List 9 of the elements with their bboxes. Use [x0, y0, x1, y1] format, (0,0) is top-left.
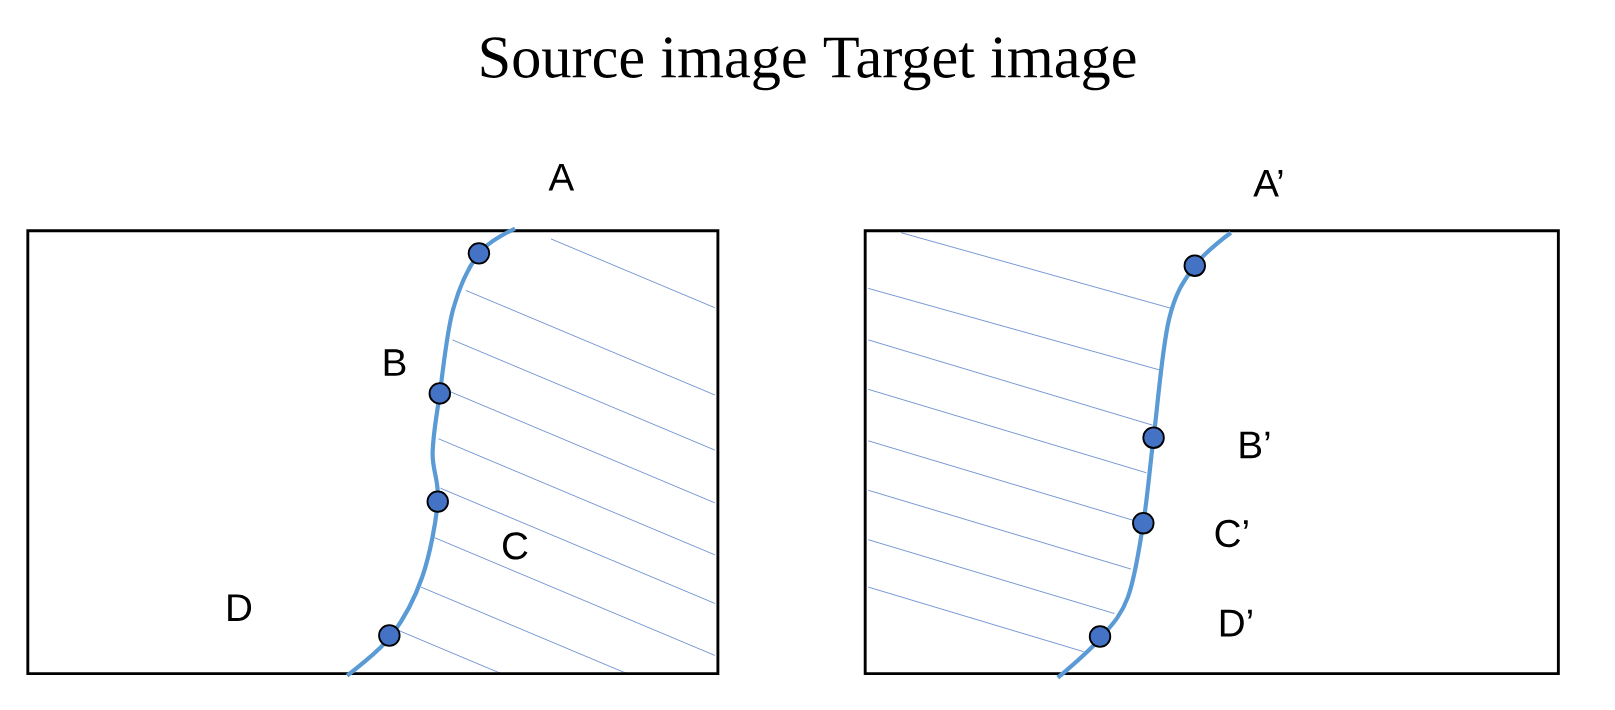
point-label: D’: [1220, 610, 1252, 637]
point-label: B’: [1240, 431, 1270, 459]
point-label: A’: [1253, 170, 1283, 197]
point-label: A: [548, 164, 575, 191]
point-label: B: [384, 349, 406, 376]
point-label: D: [228, 594, 252, 622]
point-label: C: [503, 532, 528, 560]
title: Source image Target image: [481, 37, 1136, 91]
point-label: C’: [1215, 520, 1248, 548]
